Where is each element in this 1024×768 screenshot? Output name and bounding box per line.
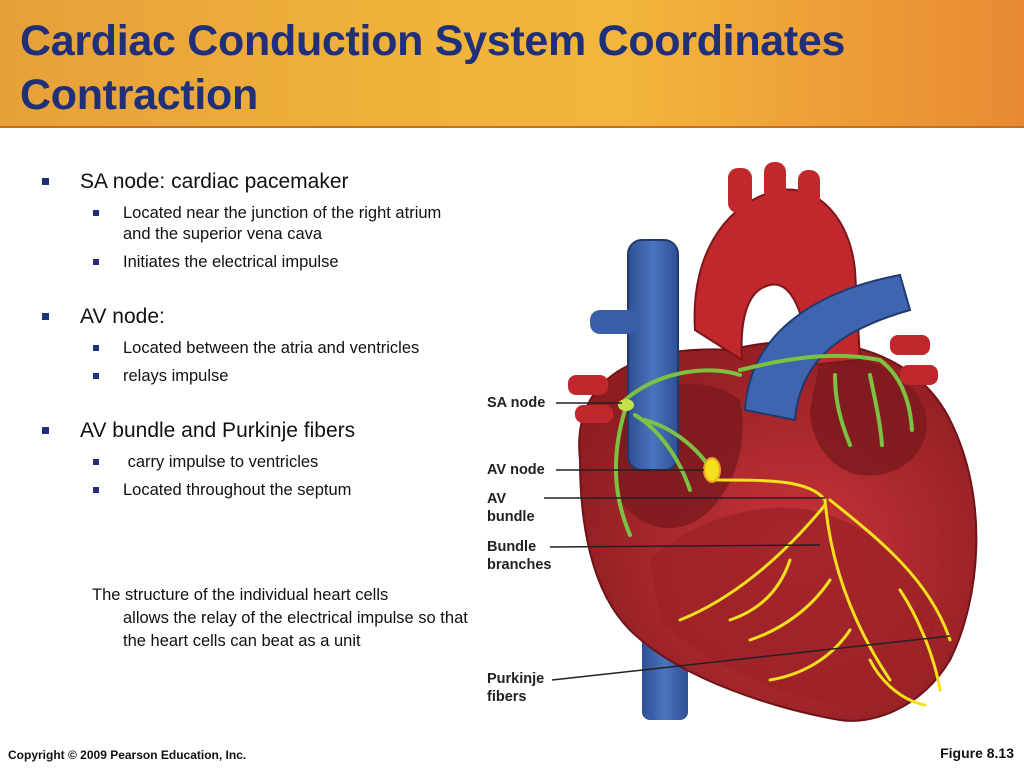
sub-bullet-text: Located near the junction of the right a… [123, 204, 442, 243]
square-bullet-icon [93, 487, 99, 493]
square-bullet-icon [93, 459, 99, 465]
bundle-branch-fiber [828, 498, 952, 642]
pulmonary-vessel [575, 405, 613, 423]
copyright-notice: Copyright © 2009 Pearson Education, Inc. [8, 748, 247, 762]
left-atrium [810, 357, 927, 476]
square-bullet-icon [93, 210, 99, 216]
note-continuation: allows the relay of the electrical impul… [123, 609, 468, 650]
sub-bullet-item: relays impulse [40, 366, 470, 387]
purkinje-fiber [868, 658, 927, 707]
sub-bullet-item: Located throughout the septum [40, 480, 470, 501]
square-bullet-icon [42, 427, 49, 434]
superior-vena-cava [627, 239, 679, 471]
heart-illustration [544, 162, 978, 722]
purkinje-leader [551, 635, 951, 681]
impulse-arrow [613, 408, 632, 537]
av-node-marker [703, 457, 721, 483]
purkinje-fiber [768, 628, 852, 682]
label-leader-lines [544, 402, 951, 681]
aortic-branch [764, 162, 786, 202]
sub-bullet-text: relays impulse [123, 367, 229, 385]
impulse-arrow [633, 413, 692, 492]
pulmonary-vessel [890, 335, 930, 355]
sub-bullet-text: carry impulse to ventricles [123, 453, 319, 471]
bullet-text: AV bundle and Purkinje fibers [80, 419, 356, 442]
slide-title: Cardiac Conduction System Coordinates Co… [20, 17, 846, 119]
impulse-arrow [833, 373, 852, 447]
label-sa-node: SA node [487, 395, 546, 411]
bullet-item: AV node: [40, 303, 470, 331]
square-bullet-icon [42, 313, 49, 320]
aortic-branch [798, 170, 820, 212]
sub-bullet-text: Initiates the electrical impulse [123, 253, 339, 271]
conduction-fibers [678, 478, 952, 707]
impulse-arrow [738, 353, 882, 372]
purkinje-fiber [898, 588, 942, 692]
bullet-group-sa-node: SA node: cardiac pacemaker Located near … [40, 168, 470, 273]
bullet-item: SA node: cardiac pacemaker [40, 168, 470, 196]
aortic-branch [728, 168, 752, 213]
summary-note: The structure of the individual heart ce… [92, 584, 472, 653]
note-first-line: The structure of the individual heart ce… [92, 586, 389, 604]
label-av-bundle: AV bundle [487, 491, 535, 525]
impulse-arrow [623, 368, 742, 402]
pulmonary-vein [590, 310, 640, 334]
av-bundle-fiber [716, 478, 827, 502]
sub-bullet-item: Located near the junction of the right a… [40, 203, 470, 245]
square-bullet-icon [42, 178, 49, 185]
bundle-branch-fiber [678, 503, 827, 622]
pulmonary-vessel [900, 365, 938, 385]
figure-number: Figure 8.13 [940, 745, 1014, 761]
sub-bullet-item: Initiates the electrical impulse [40, 252, 470, 273]
sub-bullet-item: Located between the atria and ventricles [40, 338, 470, 359]
impulse-arrows [613, 353, 914, 537]
impulse-arrow [868, 373, 884, 447]
square-bullet-icon [93, 373, 99, 379]
sub-bullet-item: carry impulse to ventricles [40, 452, 470, 473]
bundle-branches-leader [549, 544, 821, 548]
square-bullet-icon [93, 345, 99, 351]
label-purkinje-fibers: Purkinje fibers [487, 671, 545, 705]
bullet-group-av-node: AV node: Located between the atria and v… [40, 303, 470, 387]
label-av-node: AV node [487, 462, 545, 478]
label-bundle-branches: Bundle branches [487, 539, 552, 573]
bullet-text: SA node: cardiac pacemaker [80, 170, 349, 193]
sa-node-marker [618, 399, 634, 411]
bullet-item: AV bundle and Purkinje fibers [40, 417, 470, 445]
pulmonary-vessel [568, 375, 608, 395]
ventricles [650, 507, 935, 705]
bullet-list: SA node: cardiac pacemaker Located near … [40, 168, 470, 531]
bundle-branch-fiber [823, 498, 892, 682]
square-bullet-icon [93, 259, 99, 265]
heart-conduction-figure: SA node AV node AV bundle Bundle branche… [480, 160, 1024, 730]
impulse-arrow [878, 358, 914, 432]
pulmonary-artery [743, 273, 912, 422]
purkinje-fiber [728, 558, 792, 622]
title-banner: Cardiac Conduction System Coordinates Co… [0, 0, 1024, 128]
purkinje-fiber [748, 578, 832, 642]
sub-bullet-text: Located throughout the septum [123, 481, 352, 499]
sub-bullet-text: Located between the atria and ventricles [123, 339, 420, 357]
bullet-group-av-bundle: AV bundle and Purkinje fibers carry impu… [40, 417, 470, 501]
bullet-text: AV node: [80, 305, 165, 328]
